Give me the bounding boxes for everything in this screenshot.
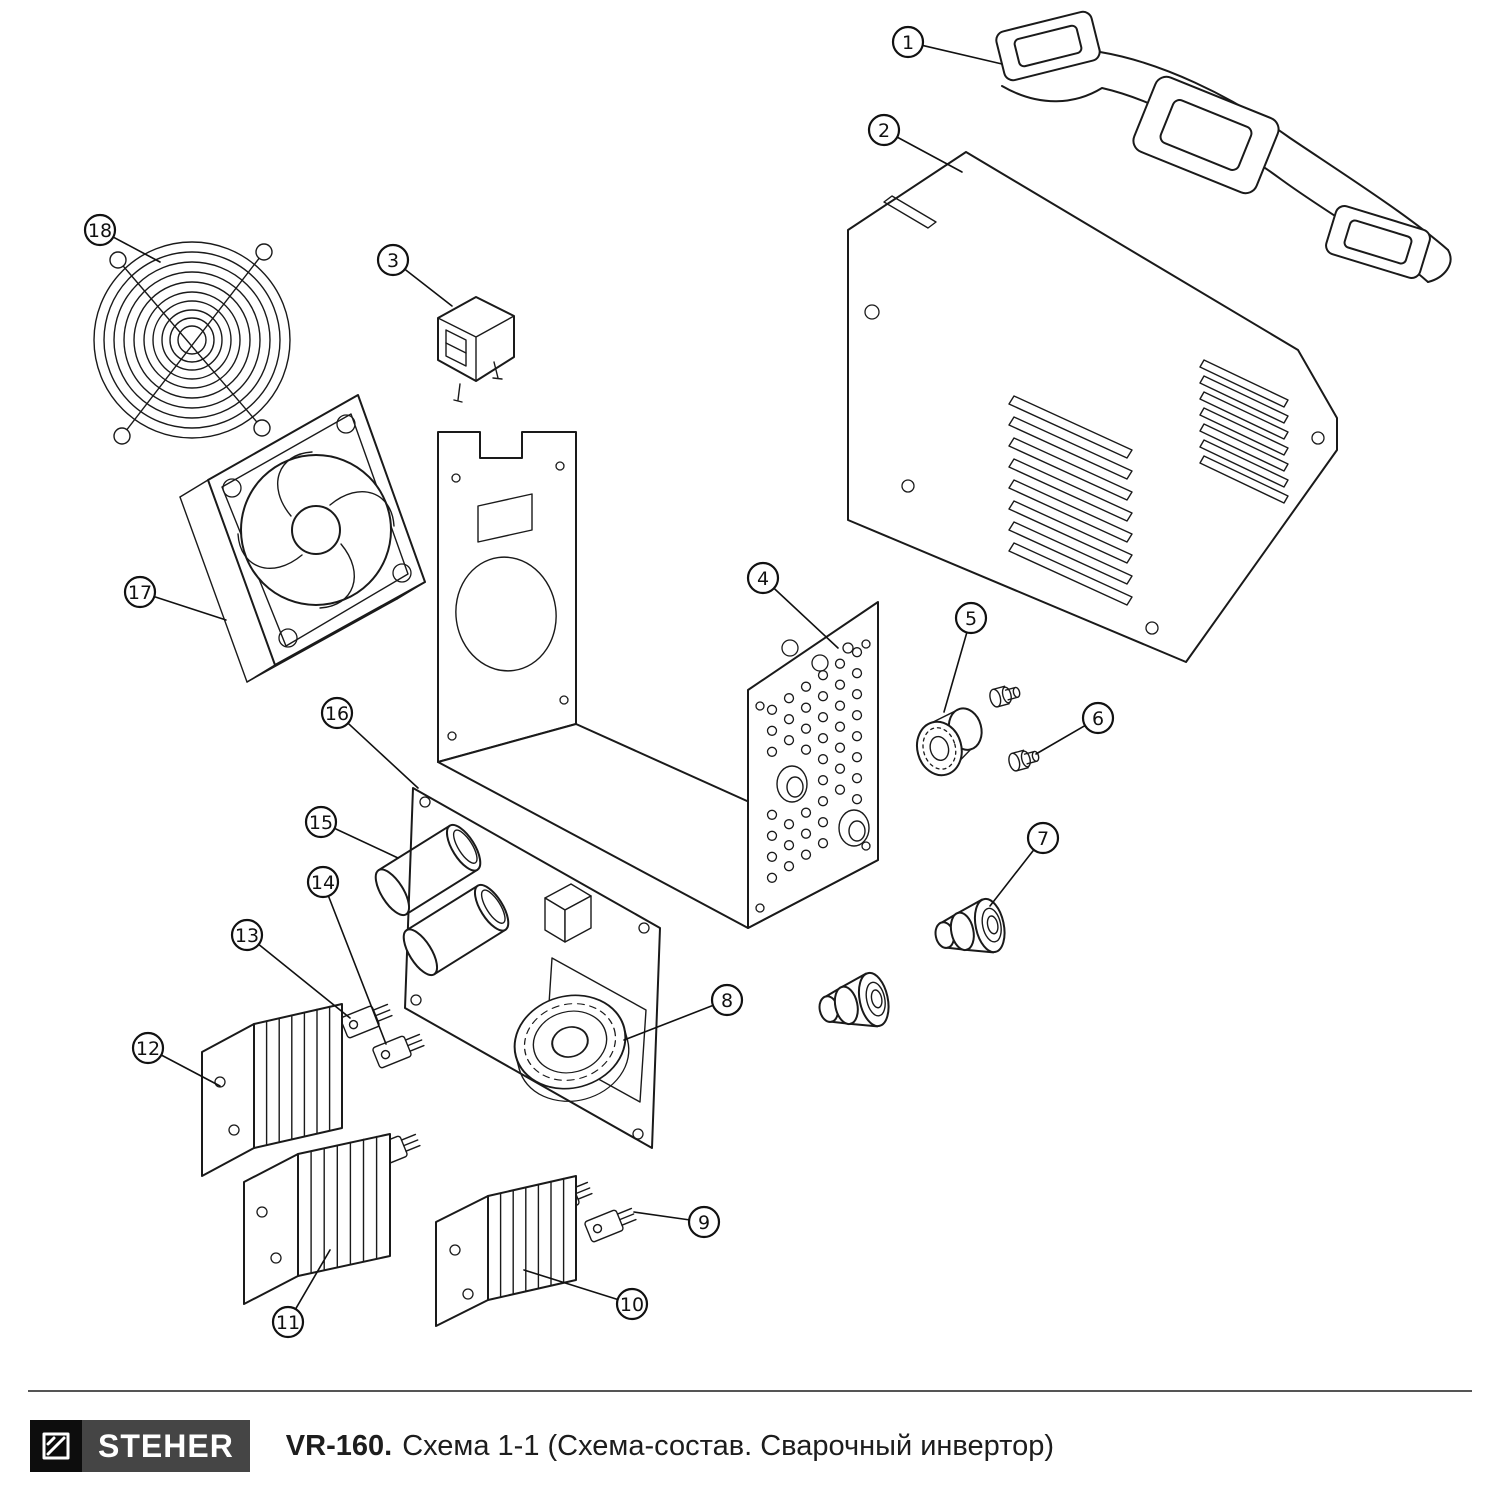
callout-number: 13	[235, 925, 259, 947]
footer: STEHER VR-160. Схема 1-1 (Схема-состав. С…	[30, 1420, 1054, 1472]
part-fan-guard	[93, 241, 291, 445]
part-heatsink-11	[243, 1133, 391, 1305]
callout-6: 6	[1035, 701, 1115, 755]
caption-text: Схема 1-1 (Схема-состав. Сварочный инвер…	[402, 1429, 1054, 1462]
callout-number: 18	[88, 220, 112, 242]
callout-number: 8	[721, 990, 733, 1012]
part-power-switch	[437, 296, 515, 403]
callout-3: 3	[376, 243, 453, 307]
callout-number: 14	[311, 872, 335, 894]
callout-15: 15	[304, 805, 399, 859]
callout-1: 1	[891, 25, 1003, 65]
callout-4: 4	[746, 561, 839, 649]
brand-name: STEHER	[82, 1420, 250, 1472]
callout-16: 16	[320, 696, 419, 789]
callout-number: 1	[902, 32, 914, 54]
model-number: VR-160.	[285, 1429, 393, 1462]
callout-number: 16	[325, 703, 349, 725]
callout-number: 4	[757, 568, 769, 590]
callout-number: 15	[309, 812, 333, 834]
callout-12: 12	[131, 1031, 221, 1087]
callout-7: 7	[989, 821, 1060, 907]
callout-5: 5	[943, 601, 988, 713]
footer-divider	[28, 1390, 1472, 1392]
part-knob	[916, 707, 983, 777]
part-toroid-inductor	[513, 994, 630, 1102]
part-heatsink-10	[435, 1175, 577, 1327]
callout-number: 7	[1037, 828, 1049, 850]
callout-2: 2	[867, 113, 963, 173]
part-shoulder-strap	[995, 10, 1452, 283]
vent-louvers	[1008, 395, 1133, 606]
callout-9: 9	[633, 1205, 721, 1239]
brand-logo-icon	[30, 1420, 82, 1472]
callout-14: 14	[306, 865, 387, 1045]
callout-number: 2	[878, 120, 890, 142]
callout-number: 17	[128, 582, 152, 604]
callout-18: 18	[83, 213, 161, 263]
callout-number: 3	[387, 250, 399, 272]
part-chassis	[437, 431, 879, 929]
perforation-holes	[766, 647, 863, 883]
brand-logo: STEHER	[30, 1420, 250, 1472]
callout-11: 11	[271, 1249, 331, 1339]
callout-number: 9	[698, 1212, 710, 1234]
callout-number: 11	[276, 1312, 300, 1334]
callout-13: 13	[230, 918, 351, 1019]
part-dinse-sockets	[813, 895, 1011, 1039]
callout-10: 10	[523, 1269, 649, 1321]
part-capacitors	[374, 823, 510, 977]
callout-number: 10	[620, 1294, 644, 1316]
part-heatsink-12	[201, 1003, 343, 1177]
diagram-caption: VR-160. Схема 1-1 (Схема-состав. Сварочны…	[286, 1430, 1054, 1463]
callout-17: 17	[123, 575, 227, 621]
callout-number: 12	[136, 1038, 160, 1060]
callout-8: 8	[623, 983, 744, 1041]
part-fan	[179, 394, 426, 683]
callout-number: 6	[1092, 708, 1104, 730]
part-housing-cover	[847, 151, 1338, 663]
part-fittings	[987, 682, 1042, 773]
vent-louvers-right	[1199, 359, 1289, 504]
callout-number: 5	[965, 608, 977, 630]
